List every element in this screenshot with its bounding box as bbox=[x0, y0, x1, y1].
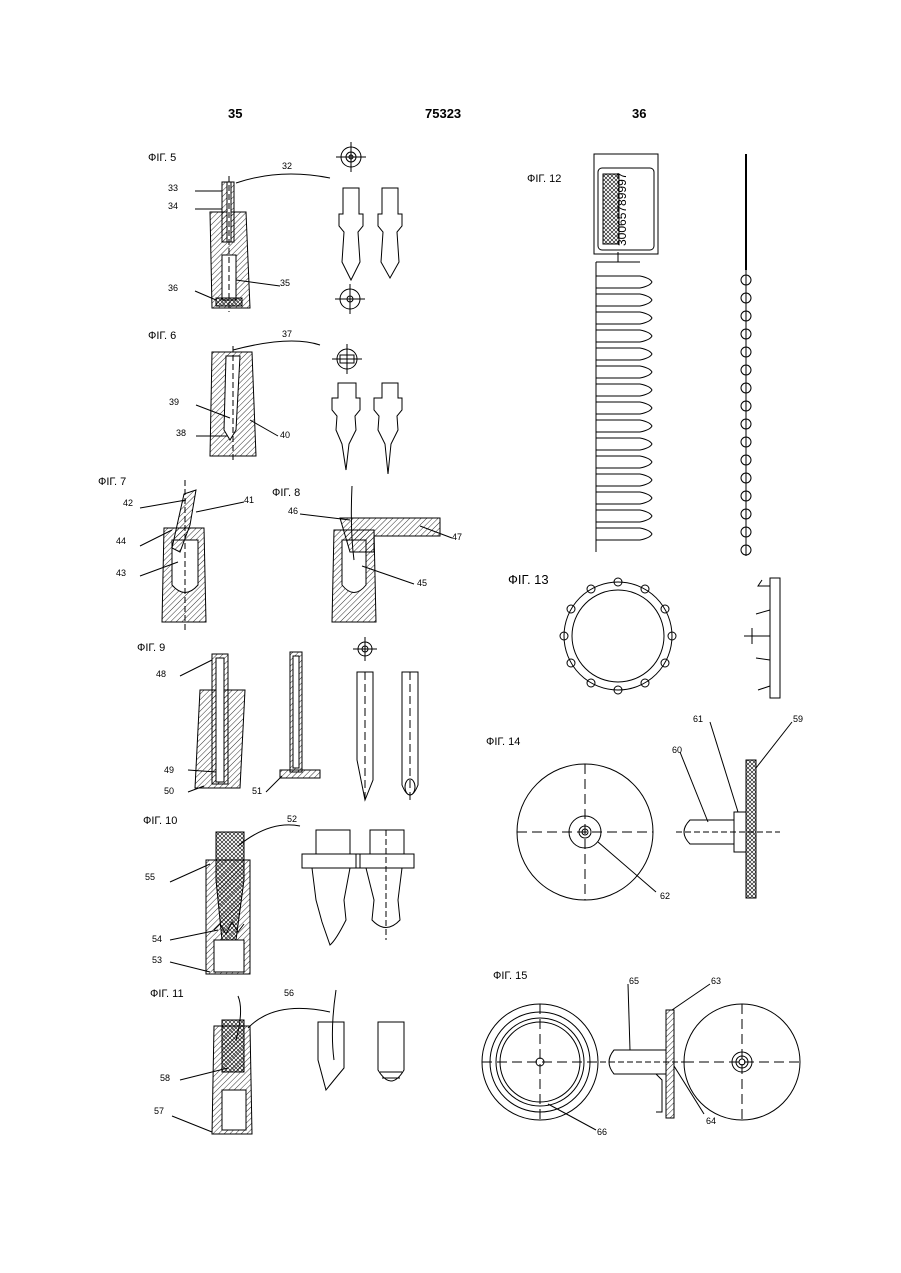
figure-15-drawing bbox=[482, 984, 800, 1130]
figure-14-drawing bbox=[517, 722, 792, 900]
barcode-number: 30065789997 bbox=[615, 172, 629, 246]
figure-6-drawing bbox=[196, 341, 402, 474]
figure-9-drawing bbox=[180, 637, 418, 800]
figure-13-drawing bbox=[560, 578, 780, 698]
figure-10-drawing bbox=[170, 825, 414, 974]
figure-8-drawing bbox=[300, 486, 452, 622]
figure-7-drawing bbox=[140, 480, 244, 630]
figure-11-drawing bbox=[172, 990, 404, 1134]
figure-5-drawing bbox=[195, 142, 402, 314]
